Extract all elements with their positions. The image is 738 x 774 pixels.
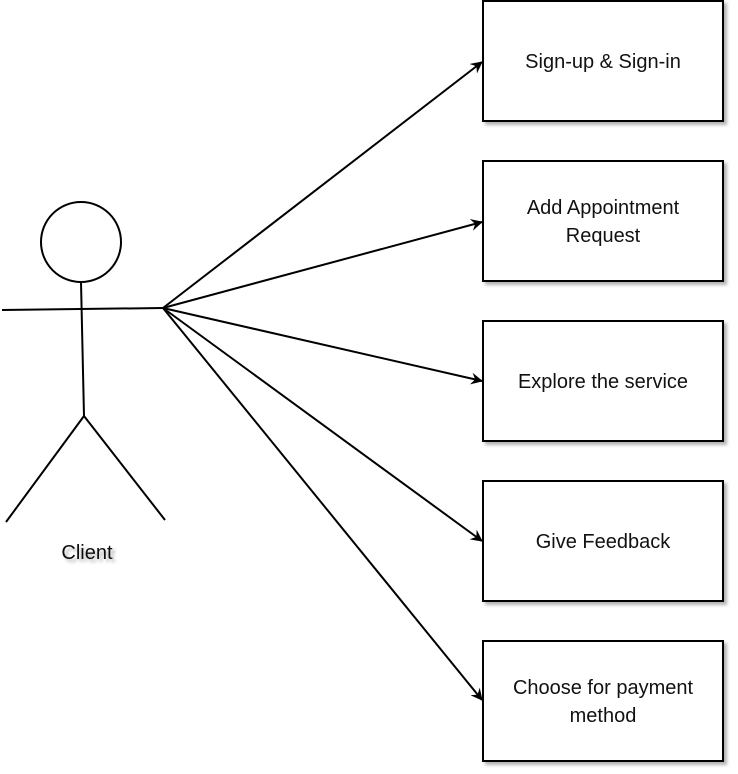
use-case-label-line: Add Appointment: [527, 197, 680, 219]
use-case-label: Give Feedback: [536, 531, 672, 553]
use-case-1: Sign-up & Sign-in: [482, 0, 724, 122]
connector-arrow-2: [162, 219, 483, 309]
use-case-label: Sign-up & Sign-in: [525, 51, 681, 73]
connectors: [162, 61, 483, 701]
use-case-5: Choose for payment method: [482, 640, 724, 762]
use-case-label: Choose for payment method: [513, 677, 694, 727]
use-case-label-line: Request: [566, 225, 641, 247]
connector-arrow-4: [162, 307, 483, 542]
connector-arrow-3: [162, 307, 483, 385]
use-case-box: [482, 640, 724, 762]
use-case-box: [482, 160, 724, 282]
use-case-label: Explore the service: [518, 371, 688, 393]
use-case-4: Give Feedback: [482, 480, 724, 602]
client-actor: Client: [1, 201, 166, 564]
use-case-box: [482, 480, 724, 602]
actor-right-leg: [83, 415, 166, 521]
actor-body: [80, 281, 85, 417]
actor-head: [40, 201, 122, 283]
use-case-label-line: Sign-up & Sign-in: [525, 51, 681, 73]
actor-left-leg: [5, 415, 85, 523]
use-case-label-line: method: [570, 705, 637, 727]
use-case-label-line: Give Feedback: [536, 531, 672, 553]
actor-arms: [1, 307, 164, 311]
use-case-label-line: Choose for payment: [513, 677, 694, 699]
actor-label: Client: [61, 542, 113, 564]
connector-arrow-1: [162, 61, 483, 309]
use-case-label-line: Explore the service: [518, 371, 688, 393]
use-case-3: Explore the service: [482, 320, 724, 442]
connector-arrow-5: [162, 307, 483, 701]
use-case-box: [482, 320, 724, 442]
use-case-box: [482, 0, 724, 122]
